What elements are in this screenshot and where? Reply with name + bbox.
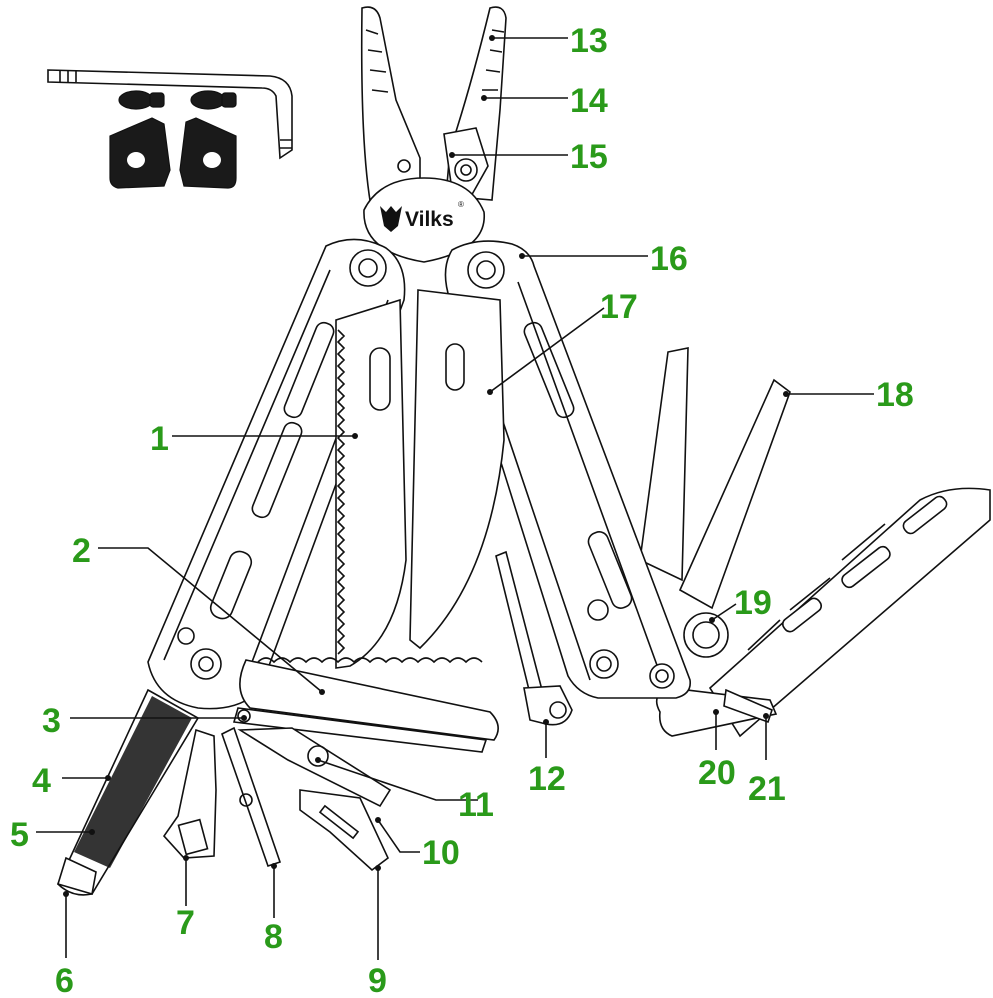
callout-labels: 1 2 3 4 5 6 7 8 9 10 11 12 13 14 15 16 1… — [10, 22, 914, 998]
callout-9: 9 — [368, 962, 387, 998]
callout-7: 7 — [176, 904, 195, 942]
callout-5: 5 — [10, 816, 29, 854]
handle-left-screw — [190, 648, 222, 680]
centre-blades — [335, 289, 573, 726]
callout-2: 2 — [72, 532, 91, 570]
knife-blade — [409, 289, 505, 650]
callout-6: 6 — [55, 962, 74, 998]
callout-18: 18 — [876, 376, 914, 414]
callout-4: 4 — [32, 762, 51, 800]
callout-8: 8 — [264, 918, 283, 956]
tool-serrated-blade — [239, 659, 499, 741]
callout-11: 11 — [458, 786, 494, 824]
callout-17: 17 — [600, 288, 638, 326]
callout-16: 16 — [650, 240, 688, 278]
callout-13: 13 — [570, 22, 608, 60]
tool-phillips-bit-21 — [723, 688, 773, 724]
tool-blade-18 — [678, 378, 791, 610]
tool-blade-tall — [639, 347, 689, 582]
screw-right — [190, 90, 237, 110]
callout-10: 10 — [422, 834, 460, 872]
accessory-kit — [47, 69, 293, 189]
callout-3: 3 — [42, 702, 61, 740]
cutter-screw — [454, 158, 478, 182]
callout-21: 21 — [748, 770, 786, 808]
saw-blade — [335, 298, 407, 669]
clip-right — [179, 117, 237, 189]
wolf-head-icon — [380, 206, 402, 232]
tool-ruler-flat — [708, 487, 991, 738]
callout-14: 14 — [570, 82, 608, 120]
brand-logo: Vilks ® — [380, 200, 464, 232]
callout-12: 12 — [528, 760, 566, 798]
handle-left-pivot — [349, 249, 387, 287]
tool-7 — [162, 728, 217, 859]
handle-right-screw-b — [649, 663, 675, 689]
pliers-head: Vilks ® — [360, 6, 507, 263]
torx-l-key — [47, 69, 293, 160]
callout-19: 19 — [734, 584, 772, 622]
brand-name: Vilks — [405, 208, 454, 231]
ring-19 — [683, 612, 729, 658]
callout-20: 20 — [698, 754, 736, 792]
callout-1: 1 — [150, 420, 169, 458]
brand-mark: ® — [458, 200, 464, 209]
callout-15: 15 — [570, 138, 608, 176]
handle-right-screw-a — [589, 649, 619, 679]
handle-right-pivot — [467, 251, 505, 289]
clip-left — [109, 117, 171, 189]
screw-left — [118, 90, 165, 110]
tool-11 — [237, 727, 392, 808]
leader-lines — [36, 35, 874, 960]
right-tools — [639, 347, 991, 738]
